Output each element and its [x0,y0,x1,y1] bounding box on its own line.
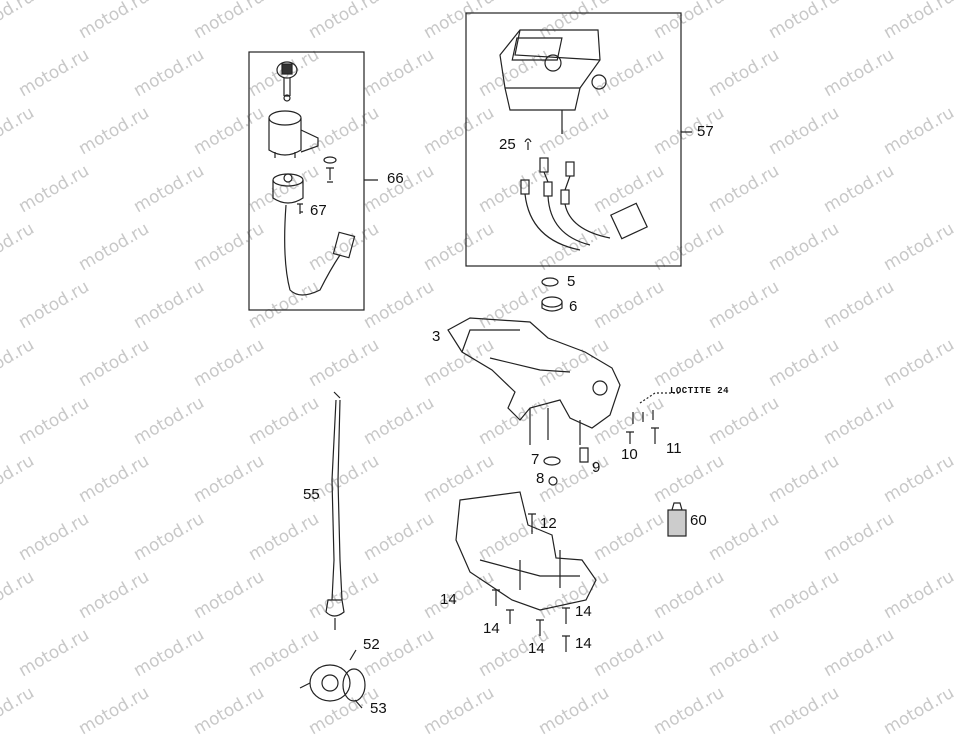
ignition-key [276,61,298,102]
lower-mount [455,491,597,611]
callout-53: 53 [370,700,387,717]
speedometer-group-box [465,12,682,267]
screw-14d [536,619,544,636]
lock-washer [323,156,337,164]
callout-57: 57 [697,123,714,140]
ignition-lock-group-box [248,51,365,311]
bolt-11 [651,427,659,444]
callout-12: 12 [540,515,557,532]
callout-14a: 14 [440,591,457,608]
callout-14d: 14 [528,640,545,657]
callout-67: 67 [310,202,327,219]
screw-14b [506,609,514,624]
callout-14e: 14 [575,635,592,652]
callout-11: 11 [666,440,682,457]
callout-14b: 14 [575,603,592,620]
callout-5: 5 [567,273,576,290]
callout-55: 55 [303,486,320,503]
callout-52: 52 [363,636,380,653]
grommet-6 [541,296,563,312]
ignition-switch [272,173,356,296]
clip-9 [579,447,589,463]
callout-9: 9 [592,459,601,476]
loctite-leader [632,392,680,424]
nut-8 [548,476,558,486]
loctite-note: LOCTITE 24 [670,386,730,396]
speedometer-housing [499,29,607,134]
cap-5 [541,277,559,287]
screw-14c [562,607,570,624]
speedometer-drive [299,649,366,709]
callout-60: 60 [690,512,707,529]
screw-14e [562,635,570,652]
screw-14a [492,589,500,606]
screw-10 [626,431,634,444]
callout-25: 25 [499,136,516,153]
bulb-25 [524,138,532,150]
loctite-bottle-60 [667,502,687,537]
lock-screw [326,167,334,183]
instrument-bracket [447,317,621,445]
callout-7: 7 [531,451,540,468]
callout-66: 66 [387,170,404,187]
callout-6: 6 [569,298,578,315]
wiring-harness [520,157,648,251]
screw-12 [528,513,536,534]
speedometer-cable [325,391,345,630]
callout-10: 10 [621,446,638,463]
washer-7 [543,456,561,466]
lock-housing [268,110,319,158]
callout-3: 3 [432,328,441,345]
callout-14c: 14 [483,620,500,637]
callout-8: 8 [536,470,545,487]
